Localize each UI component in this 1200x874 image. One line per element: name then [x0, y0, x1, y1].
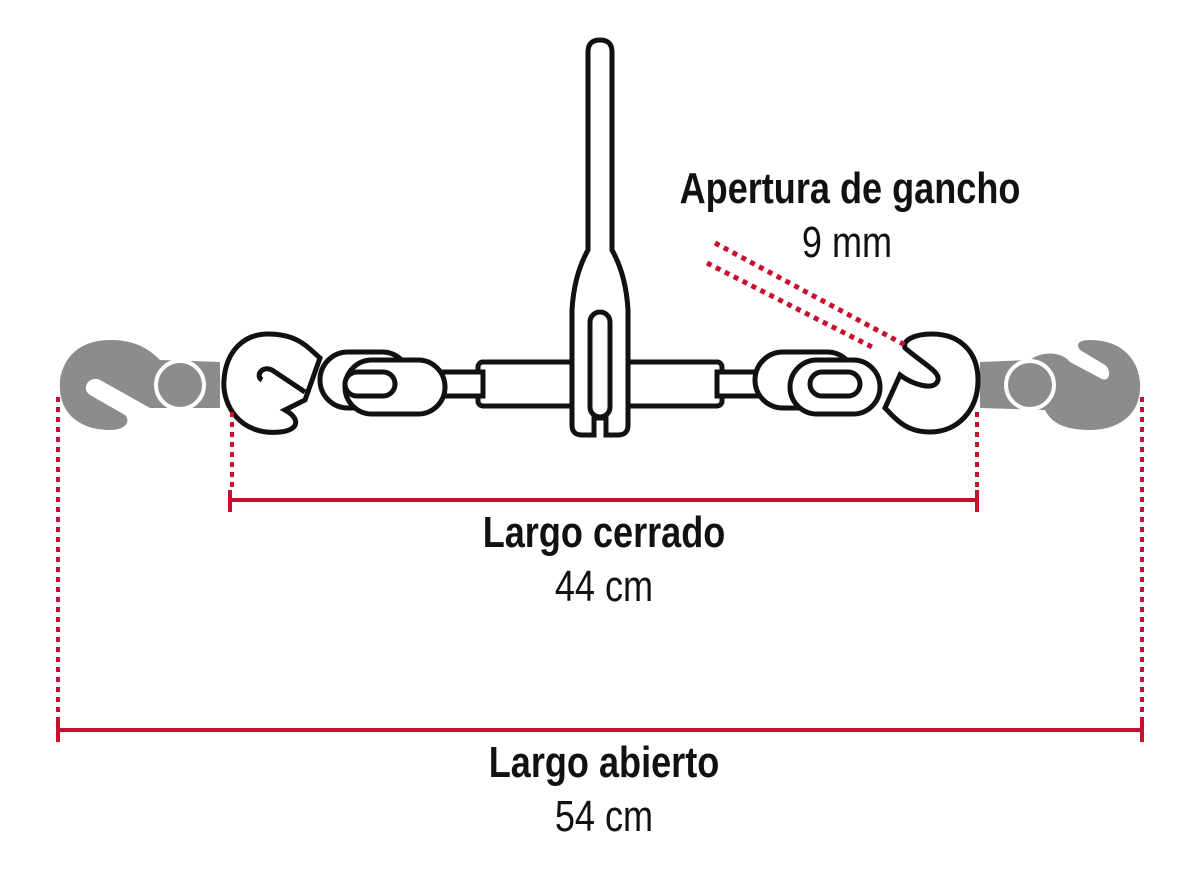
lever-slot — [587, 309, 613, 420]
closed-length-value: 44 cm — [554, 562, 654, 611]
right-chain-links — [714, 349, 883, 417]
hook-opening-dimension-lines — [705, 240, 907, 350]
open-position-left-hook — [59, 340, 221, 430]
open-position-right-hook — [980, 340, 1141, 430]
lever-handle — [569, 37, 631, 438]
open-length-dimension — [56, 397, 1144, 742]
closed-position-right-hook — [882, 331, 981, 435]
open-length-value: 54 cm — [554, 792, 654, 841]
closed-length-dimension — [228, 412, 979, 512]
hook-opening-label: Apertura de gancho — [679, 164, 1021, 213]
closed-position-left-hook — [221, 331, 323, 435]
left-chain-links — [317, 349, 486, 417]
closed-length-label: Largo cerrado — [482, 508, 726, 557]
hook-opening-value: 9 mm — [801, 218, 893, 267]
open-length-label: Largo abierto — [488, 738, 720, 787]
